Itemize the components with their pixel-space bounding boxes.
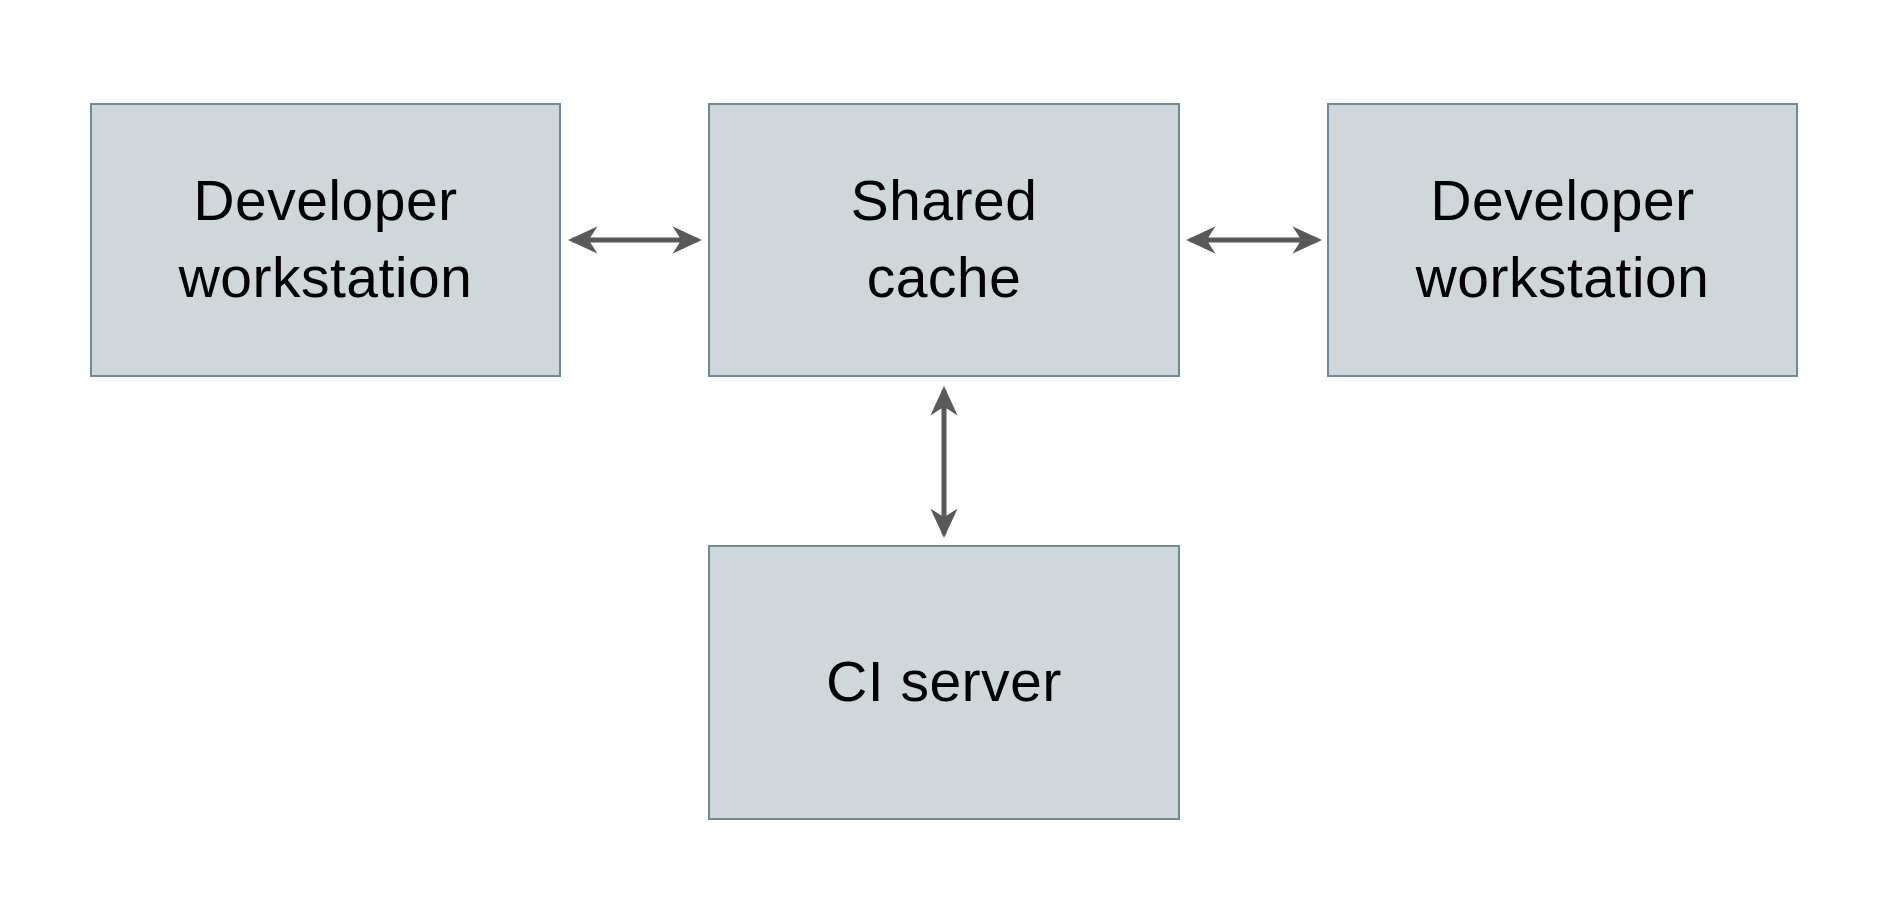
node-developer-workstation-left: Developer workstation	[90, 103, 561, 377]
node-label-developer-workstation-right: Developer workstation	[1415, 169, 1710, 310]
node-shared-cache: Shared cache	[708, 103, 1180, 377]
node-label-shared-cache: Shared cache	[850, 169, 1038, 310]
node-label-developer-workstation-left: Developer workstation	[178, 169, 473, 310]
node-label-ci-server: CI server	[826, 650, 1062, 715]
node-developer-workstation-right: Developer workstation	[1327, 103, 1798, 377]
node-ci-server: CI server	[708, 545, 1180, 820]
